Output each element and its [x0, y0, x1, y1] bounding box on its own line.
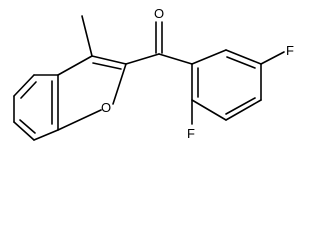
fluorine-bottom-label: F [187, 126, 195, 141]
bond-c3-c2 [91, 55, 127, 65]
bond-c2-carbonyl [125, 53, 160, 65]
bond-c3-methyl [81, 15, 93, 57]
bond-carbonyl-aryl [158, 53, 193, 65]
bond-p5-p6 [191, 99, 227, 121]
bond-c2-o1 [112, 63, 127, 105]
bond-p4-p5 [225, 99, 262, 121]
bond-c3a-c3 [57, 55, 93, 76]
furan-oxygen-label: O [101, 100, 111, 115]
fluorine-top-label: F [286, 43, 294, 58]
bond-p3-fluorine [260, 51, 285, 65]
bond-c7-c7a [33, 129, 59, 141]
bond-p4-p5-double [225, 97, 256, 115]
bond-c3-c2-double [92, 62, 122, 70]
bond-p2-p3-double [226, 56, 256, 69]
bond-p2-p3 [225, 49, 262, 65]
bond-p1-p2 [191, 49, 227, 65]
structure-canvas: O O F F [13, 6, 294, 141]
molecule-drawing: O O F F [13, 6, 294, 141]
bond-c6-c7-double [19, 119, 36, 134]
bond-c6-c7 [13, 121, 35, 141]
difluorophenyl-ring [191, 49, 285, 125]
bond-o1-c7a [57, 109, 102, 131]
bond-c4-c5-double [20, 81, 37, 99]
carbonyl-oxygen-label: O [154, 6, 164, 21]
bond-c4-c5 [13, 74, 35, 97]
benzofuran-benzene-ring [13, 74, 59, 141]
furan-ring [57, 15, 127, 131]
carbonyl-group [125, 21, 193, 65]
